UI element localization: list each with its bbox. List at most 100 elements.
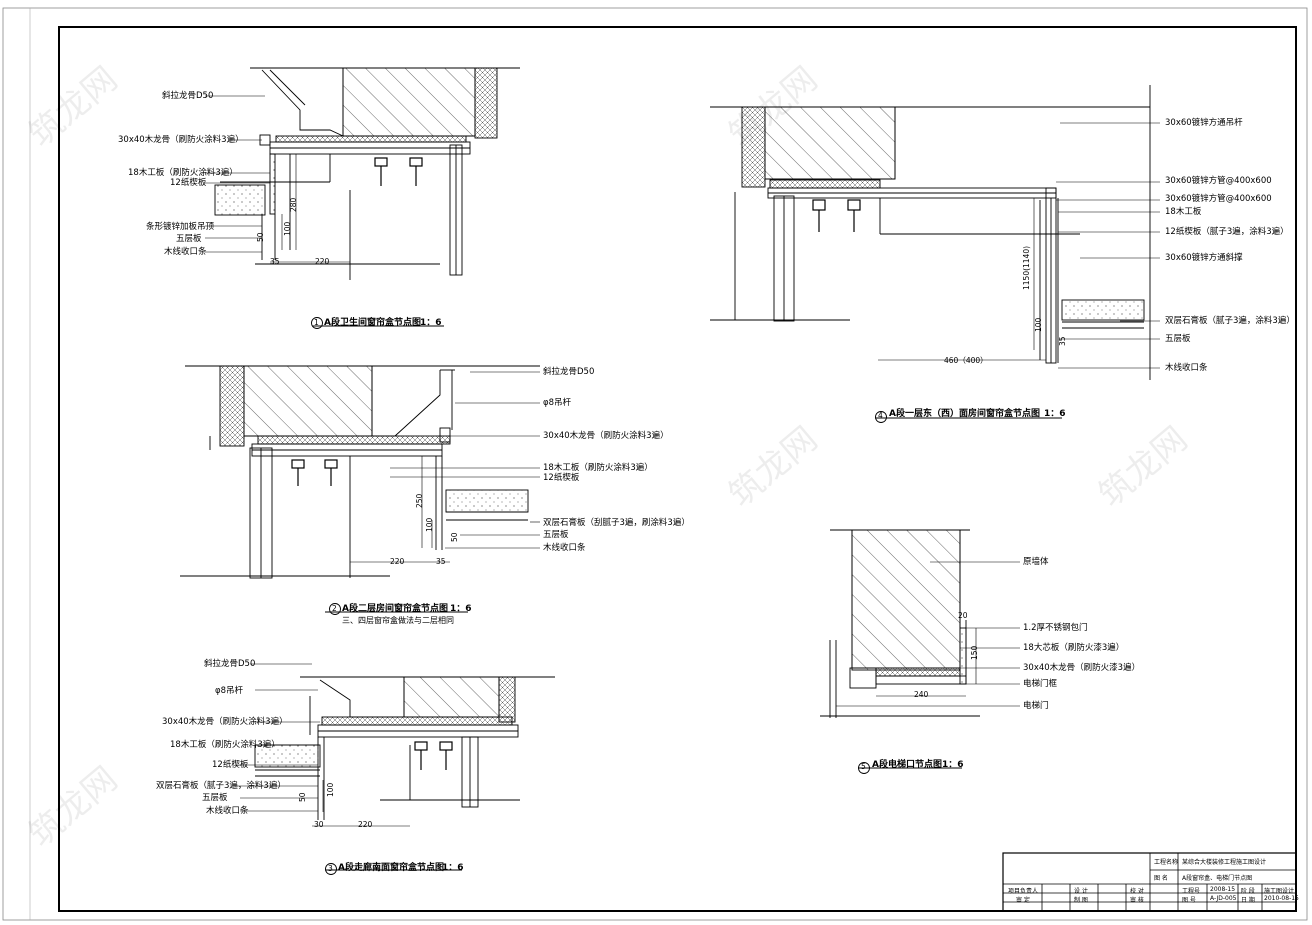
detail-2-label: 18木工板（刷防火涂料3遍）	[543, 463, 653, 473]
detail-2-label: 五层板	[543, 530, 569, 540]
detail-4-label: 30x60镀锌方通吊杆	[1165, 118, 1243, 128]
detail-5-label: 电梯门框	[1023, 679, 1058, 689]
detail-3-label: 斜拉龙骨D50	[204, 659, 256, 669]
detail-2-scale: 1：6	[450, 604, 472, 614]
detail-4-number: 4	[878, 411, 883, 420]
detail-4-scale: 1：6	[1044, 409, 1066, 419]
detail-3-drawing	[254, 676, 555, 820]
detail-4-label: 30x60镀锌方管@400x600	[1165, 194, 1272, 204]
detail-3-label: 12纸楔板	[212, 760, 249, 770]
detail-2-dim: 50	[450, 532, 459, 542]
inner-border	[58, 26, 1297, 912]
detail-3-dim: 220	[358, 820, 373, 829]
tb-sheet-no: A-JD-005	[1210, 895, 1237, 902]
detail-2-title: A段二层房间窗帘盒节点图	[342, 604, 448, 614]
detail-1-dim: 50	[256, 232, 265, 242]
detail-2-number: 2	[332, 604, 337, 613]
detail-3-label: 30x40木龙骨（刷防火涂料3遍）	[162, 717, 288, 727]
detail-5-label: 1.2厚不锈钢包门	[1023, 623, 1088, 633]
detail-4-label: 18木工板	[1165, 207, 1202, 217]
detail-1-title: A段卫生间窗帘盒节点图	[324, 318, 421, 328]
detail-2-label: 双层石膏板（刮腻子3遍，刷涂料3遍）	[543, 518, 690, 528]
detail-1-label: 条形镀锌加板吊顶	[146, 222, 215, 232]
detail-2-dim: 250	[415, 493, 424, 508]
detail-1-label: 斜拉龙骨D50	[162, 91, 214, 101]
detail-4-label: 30x60镀锌方管@400x600	[1165, 176, 1272, 186]
tb-drawing-name: A段窗帘盒、电梯门节点图	[1182, 875, 1253, 882]
detail-4-label: 12纸楔板（腻子3遍，涂料3遍）	[1165, 227, 1289, 237]
detail-5-dim: 150	[970, 645, 979, 660]
detail-5-label: 30x40木龙骨（刷防火漆3遍）	[1023, 663, 1141, 673]
detail-3-scale: 1：6	[442, 863, 464, 873]
detail-1-dim: 35	[270, 257, 280, 266]
detail-2-label: 12纸楔板	[543, 473, 580, 483]
tb-stage-label: 阶 段	[1241, 888, 1255, 895]
detail-4-label: 五层板	[1165, 334, 1191, 344]
detail-4-dim: 1150(1140)	[1022, 245, 1031, 290]
detail-1-dim: 100	[283, 221, 292, 236]
detail-2-label: 斜拉龙骨D50	[543, 367, 595, 377]
detail-1-dim: 220	[315, 257, 330, 266]
detail-5-number: 5	[861, 762, 866, 771]
detail-1-label: 五层板	[176, 234, 202, 244]
detail-3-dim: 30	[314, 820, 324, 829]
detail-3-label: 18木工板（刷防火涂料3遍）	[170, 740, 280, 750]
detail-3-label: 木线收口条	[206, 806, 249, 816]
detail-1-label: 30x40木龙骨（刷防火涂料3遍）	[118, 135, 244, 145]
title-block-grid	[1002, 852, 1297, 912]
detail-3-label: φ8吊杆	[215, 686, 244, 696]
detail-4-drawing	[710, 85, 1151, 380]
tb-sheet-no-label: 图 号	[1182, 897, 1196, 904]
detail-2-drawing	[180, 365, 540, 579]
detail-3-label: 双层石膏板（腻子3遍，涂料3遍）	[156, 781, 286, 791]
detail-1-dim: 280	[289, 197, 298, 212]
detail-3-title: A段走廊南面窗帘盒节点图	[338, 863, 444, 873]
detail-2-dim: 35	[436, 557, 446, 566]
detail-3-dim: 100	[326, 782, 335, 797]
detail-4-dim: 460（400）	[944, 356, 988, 365]
detail-5-label: 电梯门	[1023, 701, 1049, 711]
detail-1-label: 木线收口条	[164, 247, 207, 257]
tb-role: 制 图	[1074, 897, 1088, 904]
detail-3-dim: 50	[298, 792, 307, 802]
detail-5-scale: 1：6	[942, 760, 964, 770]
detail-3-label: 五层板	[202, 793, 228, 803]
detail-1-number: 1	[314, 318, 319, 327]
detail-4-label: 30x60镀锌方通斜撑	[1165, 253, 1243, 263]
detail-2-label: φ8吊杆	[543, 398, 572, 408]
detail-4-dim: 100	[1034, 317, 1043, 332]
tb-date-label: 日 期	[1241, 897, 1255, 904]
detail-2-subtitle: 三、四层窗帘盒做法与二层相同	[342, 616, 454, 625]
detail-4-label: 木线收口条	[1165, 363, 1208, 373]
tb-role: 审 核	[1130, 897, 1144, 904]
detail-2-dim: 220	[390, 557, 405, 566]
detail-1-scale: 1：6	[420, 318, 442, 328]
detail-5-dim: 240	[914, 690, 929, 699]
tb-role: 项目负责人	[1008, 888, 1039, 895]
detail-1-label: 12纸楔板	[170, 178, 207, 188]
tb-drawing-label: 图 名	[1154, 875, 1168, 882]
detail-5-label: 18大芯板（刷防火漆3遍）	[1023, 643, 1125, 653]
tb-project-name: 某综合大楼装修工程施工图设计	[1182, 859, 1267, 866]
tb-role: 审 定	[1016, 897, 1030, 904]
detail-2-label: 30x40木龙骨（刷防火涂料3遍）	[543, 431, 669, 441]
outer-border	[2, 7, 1308, 921]
detail-4-dim: 35	[1058, 336, 1067, 346]
detail-1-label: 18木工板（刷防火涂料3遍）	[128, 168, 238, 178]
detail-2-label: 木线收口条	[543, 543, 586, 553]
tb-role: 设 计	[1074, 888, 1088, 895]
detail-3-number: 3	[328, 864, 333, 873]
detail-4-label: 双层石膏板（腻子3遍，涂料3遍）	[1165, 316, 1295, 326]
detail-2-dim: 100	[425, 517, 434, 532]
title-underlines	[312, 325, 1062, 871]
detail-4-title: A段一层东（西）面房间窗帘盒节点图	[889, 409, 1040, 419]
leader-lines	[205, 95, 1160, 827]
tb-project-label: 工程名称	[1154, 859, 1179, 866]
title-circles	[311, 317, 887, 875]
tb-date: 2010-08-15	[1264, 895, 1299, 902]
tb-role: 校 对	[1130, 888, 1144, 895]
detail-5-dim: 20	[958, 611, 968, 620]
tb-job-no: 2008-15	[1210, 886, 1236, 893]
detail-1-drawing	[214, 67, 520, 280]
